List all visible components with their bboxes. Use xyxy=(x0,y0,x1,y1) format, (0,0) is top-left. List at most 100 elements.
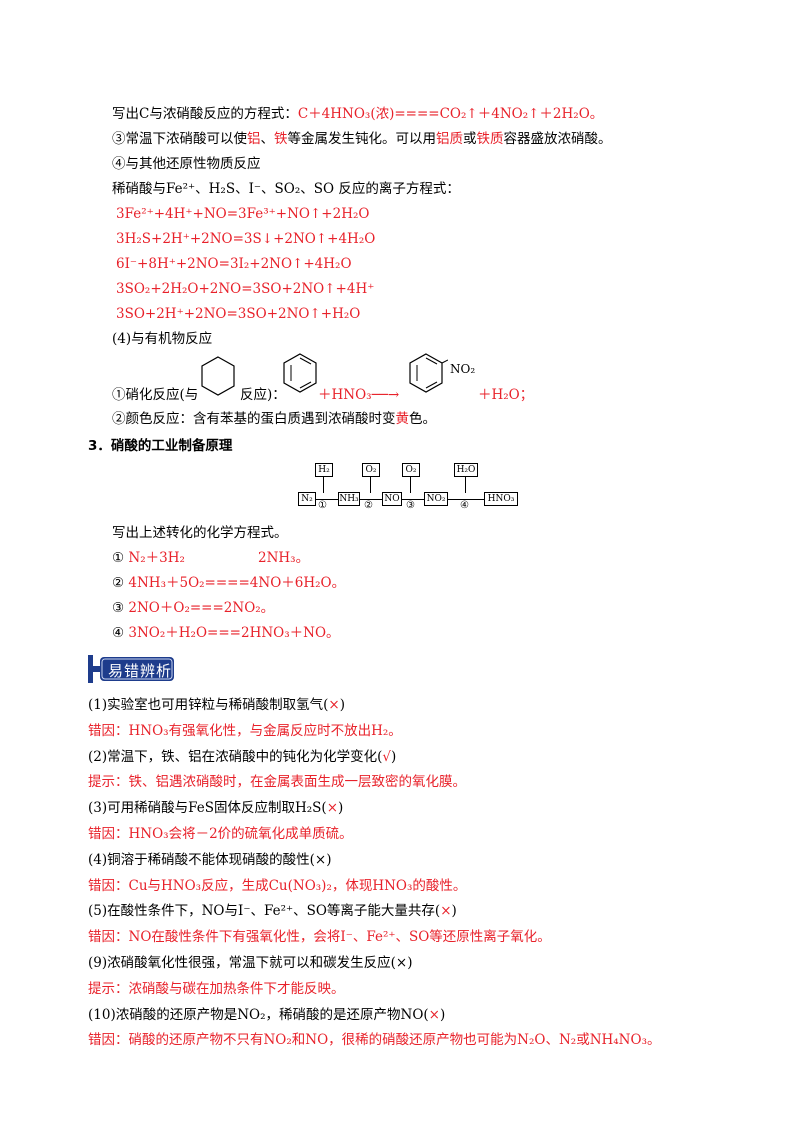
step-number: ② xyxy=(364,500,373,511)
error-analysis-banner: 易错辨析 xyxy=(88,655,176,683)
item-answer: 提示：铁、铝遇浓硝酸时，在金属表面生成一层致密的氧化膜。 xyxy=(88,773,466,791)
answer-2: ② 4NH₃＋5O₂====4NO＋6H₂O。 xyxy=(112,574,345,592)
item-question: (10)浓硝酸的还原产物是NO₂，稀硝酸的是还原产物NO(×) xyxy=(88,1006,445,1024)
answer-label: 错因： xyxy=(88,929,129,946)
equation-1: 3Fe²⁺+4H⁺+NO=3Fe³⁺+NO↑+2H₂O xyxy=(116,206,370,222)
answer-label: 错因： xyxy=(88,826,129,842)
num: ③ xyxy=(112,600,125,616)
line-organic: (4)与有机物反应 xyxy=(112,331,213,347)
step-number: ③ xyxy=(406,500,415,511)
num: ② xyxy=(112,575,125,591)
equation: 3NO₂＋H₂O===2HNO₃＋NO。 xyxy=(128,625,340,641)
question-text: (3)可用稀硝酸与FeS固体反应制取H₂S( xyxy=(88,800,327,817)
answer: 铁 xyxy=(274,131,288,147)
question-text: (9)浓硝酸氧化性很强，常温下就可以和碳发生反应(×) xyxy=(88,955,413,971)
banner-label: 易错辨析 xyxy=(108,662,173,680)
text: ③常温下浓硝酸可以使 xyxy=(112,131,247,147)
equation: 2NO＋O₂===2NO₂。 xyxy=(128,600,275,616)
question-text: (4)铜溶于稀硝酸不能体现硝酸的酸性(×) xyxy=(88,851,332,868)
equation-4: 3SO₂+2H₂O+2NO=3SO+2NO↑+4H⁺ xyxy=(116,281,375,297)
question-tail: ) xyxy=(439,1006,446,1023)
step-number: ① xyxy=(318,500,327,511)
answer-label: 提示： xyxy=(88,774,129,791)
line-c-reaction: 写出C与浓硝酸反应的方程式：C＋4HNO₃(浓)====CO₂↑＋4NO₂↑＋2… xyxy=(112,105,603,123)
arrow xyxy=(402,499,424,500)
text: ②颜色反应：含有苯基的蛋白质遇到浓硝酸时变 xyxy=(112,411,396,427)
answer: 铁质 xyxy=(476,131,504,147)
item-question: (4)铜溶于稀硝酸不能体现硝酸的酸性(×) xyxy=(88,851,331,869)
item-answer: 错因：NO在酸性条件下有强氧化性，会将I⁻、Fe²⁺、SO等还原性离子氧化。 xyxy=(88,928,551,946)
line-write-equations: 写出上述转化的化学方程式。 xyxy=(112,525,288,541)
answer-text: HNO₃有强氧化性，与金属反应时不放出H₂。 xyxy=(128,722,402,739)
equation: 4NH₃＋5O₂====4NO＋6H₂O。 xyxy=(128,575,346,591)
arrow xyxy=(410,477,411,493)
answer-label: 提示： xyxy=(88,980,129,997)
num: ① xyxy=(112,550,125,566)
item-question: (3)可用稀硝酸与FeS固体反应制取H₂S(×) xyxy=(88,799,343,817)
text: 、 xyxy=(260,131,275,147)
judgement-mark: × xyxy=(326,800,339,817)
text: 色。 xyxy=(409,411,436,427)
judgement-mark: √ xyxy=(382,748,391,765)
answer: 黄 xyxy=(395,411,410,427)
line-reducing: ④与其他还原性物质反应 xyxy=(112,156,261,172)
text: 反应)： xyxy=(240,387,286,403)
line-passivation: ③常温下浓硝酸可以使铝、铁等金属发生钝化。可以用铝质或铁质容器盛放浓硝酸。 xyxy=(112,130,612,148)
benzene-icon xyxy=(201,356,235,396)
item-question: (2)常温下，铁、铝在浓硝酸中的钝化为化学变化(√) xyxy=(88,748,396,766)
item-answer: 提示：浓硝酸与碳在加热条件下才能反映。 xyxy=(88,980,345,998)
product-box: N₂ xyxy=(298,492,316,506)
answer-text: 硝酸的还原产物不只有NO₂和NO，很稀的硝酸还原产物也可能为N₂O、N₂或NH₄… xyxy=(128,1032,661,1049)
item-answer: 错因：Cu与HNO₃反应，生成Cu(NO₃)₂，体现HNO₃的酸性。 xyxy=(88,877,466,895)
question-text: (10)浓硝酸的还原产物是NO₂，稀硝酸的是还原产物NO( xyxy=(88,1006,429,1023)
product-box: NO₂ xyxy=(424,492,448,506)
arrow xyxy=(465,477,466,493)
judgement-mark: × xyxy=(328,697,340,713)
equation: 2NH₃。 xyxy=(258,550,310,566)
judgement-mark: × xyxy=(428,1006,440,1023)
equation: N₂＋3H₂ xyxy=(128,550,185,566)
item-question: (1)实验室也可用锌粒与稀硝酸制取氢气(×) xyxy=(88,696,345,714)
question-text: (5)在酸性条件下，NO与I⁻、Fe²⁺、SO等离子能大量共存( xyxy=(88,903,441,920)
nitrobenzene-icon xyxy=(409,353,448,393)
item-answer: 错因：HNO₃有强氧化性，与金属反应时不放出H₂。 xyxy=(88,722,402,740)
equation-2: 3H₂S+2H⁺+2NO=3S↓+2NO↑+4H₂O xyxy=(116,231,376,247)
banner-shape-icon xyxy=(88,655,174,683)
answer-1: ① N₂＋3H₂ 2NH₃。 xyxy=(112,549,309,567)
item-answer: 错因：硝酸的还原产物不只有NO₂和NO，很稀的硝酸还原产物也可能为N₂O、N₂或… xyxy=(88,1031,660,1049)
product-box: HNO₃ xyxy=(484,492,518,506)
section-3-title: 3．硝酸的工业制备原理 xyxy=(88,438,233,454)
answer-text: 浓硝酸与碳在加热条件下才能反映。 xyxy=(128,980,345,997)
question-tail: ) xyxy=(339,697,345,713)
answer-label: 错因： xyxy=(88,1032,129,1049)
question-text: (1)实验室也可用锌粒与稀硝酸制取氢气( xyxy=(88,697,329,713)
text: ①硝化反应(与 xyxy=(112,387,199,403)
text: 或 xyxy=(463,131,477,147)
answer-text: NO在酸性条件下有强氧化性，会将I⁻、Fe²⁺、SO等还原性离子氧化。 xyxy=(128,929,551,946)
item-question: (5)在酸性条件下，NO与I⁻、Fe²⁺、SO等离子能大量共存(×) xyxy=(88,902,457,920)
product-box: NH₃ xyxy=(338,492,360,506)
arrow xyxy=(360,499,382,500)
arrow xyxy=(323,477,324,493)
text-label: 写出C与浓硝酸反应的方程式： xyxy=(112,106,298,122)
answer-text: Cu与HNO₃反应，生成Cu(NO₃)₂，体现HNO₃的酸性。 xyxy=(128,877,467,894)
equation-5: 3SO+2H⁺+2NO=3SO+2NO↑+H₂O xyxy=(116,306,361,322)
answer: 铝 xyxy=(247,131,261,147)
answer-3: ③ 2NO＋O₂===2NO₂。 xyxy=(112,599,274,617)
judgement-mark: × xyxy=(440,903,452,920)
answer: 铝质 xyxy=(436,131,463,147)
equation: ＋H₂O； xyxy=(478,387,534,403)
question-tail: ) xyxy=(451,903,457,920)
equation-arrow: ＋HNO₃──→ xyxy=(318,387,400,403)
item-answer: 错因：HNO₃会将－2价的硫氧化成单质硫。 xyxy=(88,825,353,843)
arrow xyxy=(448,499,484,500)
text: 等金属发生钝化。可以用 xyxy=(287,131,437,147)
arrow xyxy=(316,499,338,500)
no2-label: NO₂ xyxy=(450,362,476,376)
line-ionic-intro: 稀硝酸与Fe²⁺、H₂S、I⁻、SO₂、SO 反应的离子方程式： xyxy=(112,181,460,197)
answer-text: HNO₃会将－2价的硫氧化成单质硫。 xyxy=(128,826,353,842)
reactant-box: H₂O xyxy=(454,463,478,477)
text: 容器盛放浓硝酸。 xyxy=(503,131,612,147)
product-box: NO xyxy=(382,492,402,506)
line-nitration: ①硝化反应(与 xyxy=(112,386,198,404)
